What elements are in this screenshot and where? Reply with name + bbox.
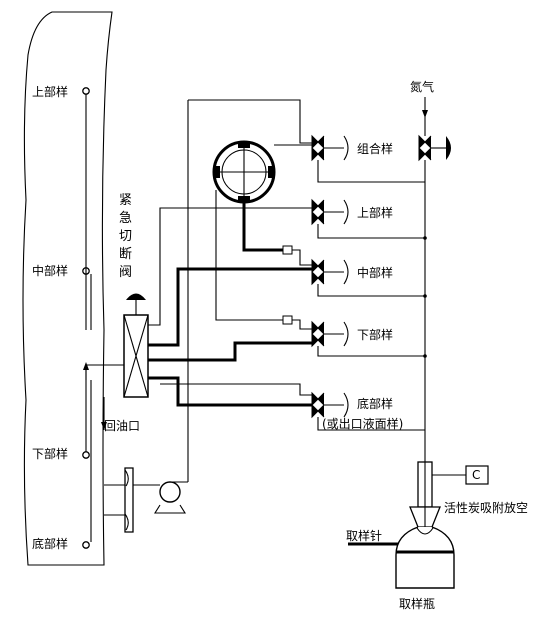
pump-icon — [159, 481, 181, 503]
inline-check-middle — [282, 245, 293, 255]
line-lower-b — [292, 319, 312, 330]
tap-label-lower: 下部样 — [32, 446, 68, 461]
node-lower — [423, 354, 427, 358]
tap-point-bottom — [82, 541, 90, 549]
nitrogen-cap — [446, 136, 451, 160]
cap-combined — [343, 135, 349, 161]
valve-cross-2 — [123, 314, 149, 398]
nitrogen-label: 氮气 — [410, 79, 434, 94]
inline-check-lower — [282, 315, 293, 325]
sample-bottle — [395, 526, 455, 589]
actuator-icon — [126, 293, 146, 300]
line-bottom — [148, 376, 312, 407]
flange-detail — [124, 469, 129, 531]
outlet-bottom — [317, 417, 425, 431]
cap-lower — [343, 321, 349, 347]
node-upper — [423, 236, 427, 240]
line-ring-down — [242, 202, 283, 252]
valve-nitrogen[interactable] — [418, 134, 432, 162]
valve-middle[interactable] — [311, 258, 325, 286]
cap-bottom — [343, 392, 349, 418]
label-combined: 组合样 — [357, 141, 393, 156]
storage-tank-outline — [22, 11, 113, 566]
cap-upper — [343, 199, 349, 225]
needle-label: 取样针 — [346, 528, 382, 543]
valve-label-char-4: 断 — [119, 247, 132, 262]
adsorber-label: 活性炭吸附放空 — [444, 500, 528, 515]
tap-label-bottom: 底部样 — [32, 536, 68, 551]
outlet-lower — [317, 346, 425, 357]
valve-label-char-3: 切 — [119, 229, 132, 244]
line-middle — [148, 267, 312, 347]
tap-label-upper: 上部样 — [32, 84, 68, 99]
label-middle: 中部样 — [357, 265, 393, 280]
cap-middle — [343, 259, 349, 285]
adsorber-box-label: C — [472, 468, 480, 482]
valve-label-char-2: 急 — [119, 211, 132, 226]
line-bottom-b — [160, 383, 312, 396]
label-lower: 下部样 — [357, 327, 393, 342]
valve-label-char-1: 紧 — [119, 193, 132, 208]
valve-lower[interactable] — [311, 320, 325, 348]
outlet-upper — [317, 224, 425, 239]
return-arrow — [101, 422, 107, 430]
valve-bottom[interactable] — [311, 391, 325, 419]
valve-combined[interactable] — [311, 134, 325, 162]
tap-point-lower — [82, 451, 90, 459]
outlet-middle — [317, 284, 425, 297]
tap-line-lower — [85, 364, 124, 452]
outlet-flange — [124, 467, 134, 533]
line-upper — [148, 207, 312, 326]
outlet-combined — [317, 160, 425, 183]
node-middle — [423, 294, 427, 298]
adsorber-box — [465, 465, 489, 485]
tap-point-upper — [82, 87, 90, 95]
label-upper: 上部样 — [357, 205, 393, 220]
valve-upper[interactable] — [311, 198, 325, 226]
line-lower-main — [148, 341, 312, 362]
tap-arrow-head — [83, 362, 89, 370]
label-bottom: 底部样 — [357, 396, 393, 411]
label-bottom-note: (或出口液面样) — [322, 416, 403, 431]
bottle-label: 取样瓶 — [399, 596, 435, 611]
bottle-neck — [416, 527, 434, 535]
line-ring-middle — [292, 249, 312, 266]
line-combined-top — [188, 99, 312, 144]
line-lower-a — [215, 190, 283, 321]
tap-label-middle: 中部样 — [32, 263, 68, 278]
pump-base — [154, 504, 186, 514]
nitrogen-arrow — [422, 110, 428, 118]
return-port-label: 回油口 — [104, 419, 140, 433]
valve-label-char-5: 阀 — [119, 265, 132, 280]
